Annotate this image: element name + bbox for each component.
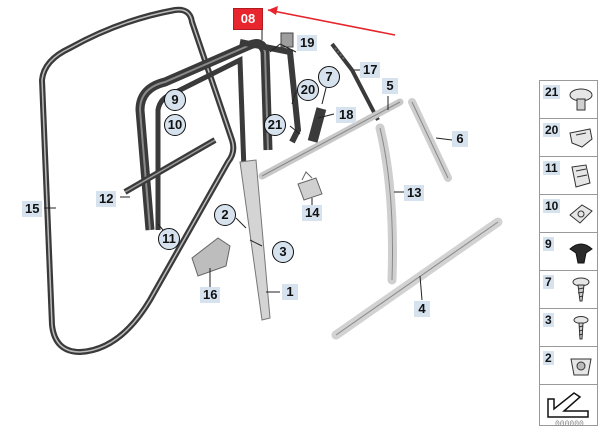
spring-clip-icon	[571, 164, 591, 188]
callout-4[interactable]: 4	[414, 301, 430, 317]
clip-14	[297, 177, 323, 201]
callout-20[interactable]: 20	[297, 79, 319, 101]
legend-item-7[interactable]: 7	[540, 271, 598, 309]
legend-item-3[interactable]: 3	[540, 309, 598, 347]
callout-2[interactable]: 2	[214, 204, 236, 226]
callout-16[interactable]: 16	[200, 287, 221, 303]
callout-17[interactable]: 17	[360, 62, 381, 78]
legend-next-page[interactable]	[540, 385, 598, 426]
callout-3[interactable]: 3	[272, 241, 294, 263]
legend-number: 21	[543, 85, 561, 99]
legend-item-20[interactable]: 20	[540, 119, 598, 157]
callout-18[interactable]: 18	[336, 107, 357, 123]
pillar-trim-1	[239, 159, 271, 321]
callout-6[interactable]: 6	[452, 131, 468, 147]
bracket-16	[191, 237, 231, 277]
callout-13[interactable]: 13	[404, 185, 425, 201]
legend-number: 10	[543, 199, 561, 213]
callout-21[interactable]: 21	[264, 114, 286, 136]
push-rivet-icon	[569, 88, 593, 111]
callout-11[interactable]: 11	[158, 228, 180, 250]
legend-item-11[interactable]: 11	[540, 157, 598, 195]
screw-icon	[572, 277, 590, 302]
legend-item-9[interactable]: 9	[540, 233, 598, 271]
next-arrow-icon[interactable]	[544, 389, 594, 421]
legend-number: 20	[543, 123, 561, 137]
legend-number: 7	[543, 275, 554, 289]
callout-15[interactable]: 15	[22, 201, 43, 217]
diagram-badge[interactable]: 08	[233, 8, 263, 30]
legend-number: 9	[543, 237, 554, 251]
callout-19[interactable]: 19	[297, 35, 318, 51]
callout-10[interactable]: 10	[164, 114, 186, 136]
callout-12[interactable]: 12	[96, 191, 117, 207]
cover-18	[307, 107, 327, 143]
callout-1[interactable]: 1	[282, 284, 298, 300]
legend-number: 2	[543, 351, 554, 365]
callout-5[interactable]: 5	[382, 78, 398, 94]
fastener-legend: 21 20 11 10 9 7 3 2	[539, 80, 598, 426]
drawing-code: 000000	[555, 420, 584, 429]
retainer-clip-icon	[569, 204, 593, 224]
callout-7[interactable]: 7	[318, 66, 340, 88]
callout-14[interactable]: 14	[302, 205, 323, 221]
legend-item-21[interactable]: 21	[540, 81, 598, 119]
legend-item-2[interactable]: 2	[540, 347, 598, 385]
bracket-clip-icon	[569, 128, 593, 148]
screw-icon	[573, 316, 589, 340]
expanding-nut-icon	[570, 358, 592, 376]
legend-item-10[interactable]: 10	[540, 195, 598, 233]
legend-number: 3	[543, 313, 554, 327]
rubber-buffer-icon	[569, 243, 593, 264]
callout-9[interactable]: 9	[164, 89, 186, 111]
legend-number: 11	[543, 161, 560, 175]
